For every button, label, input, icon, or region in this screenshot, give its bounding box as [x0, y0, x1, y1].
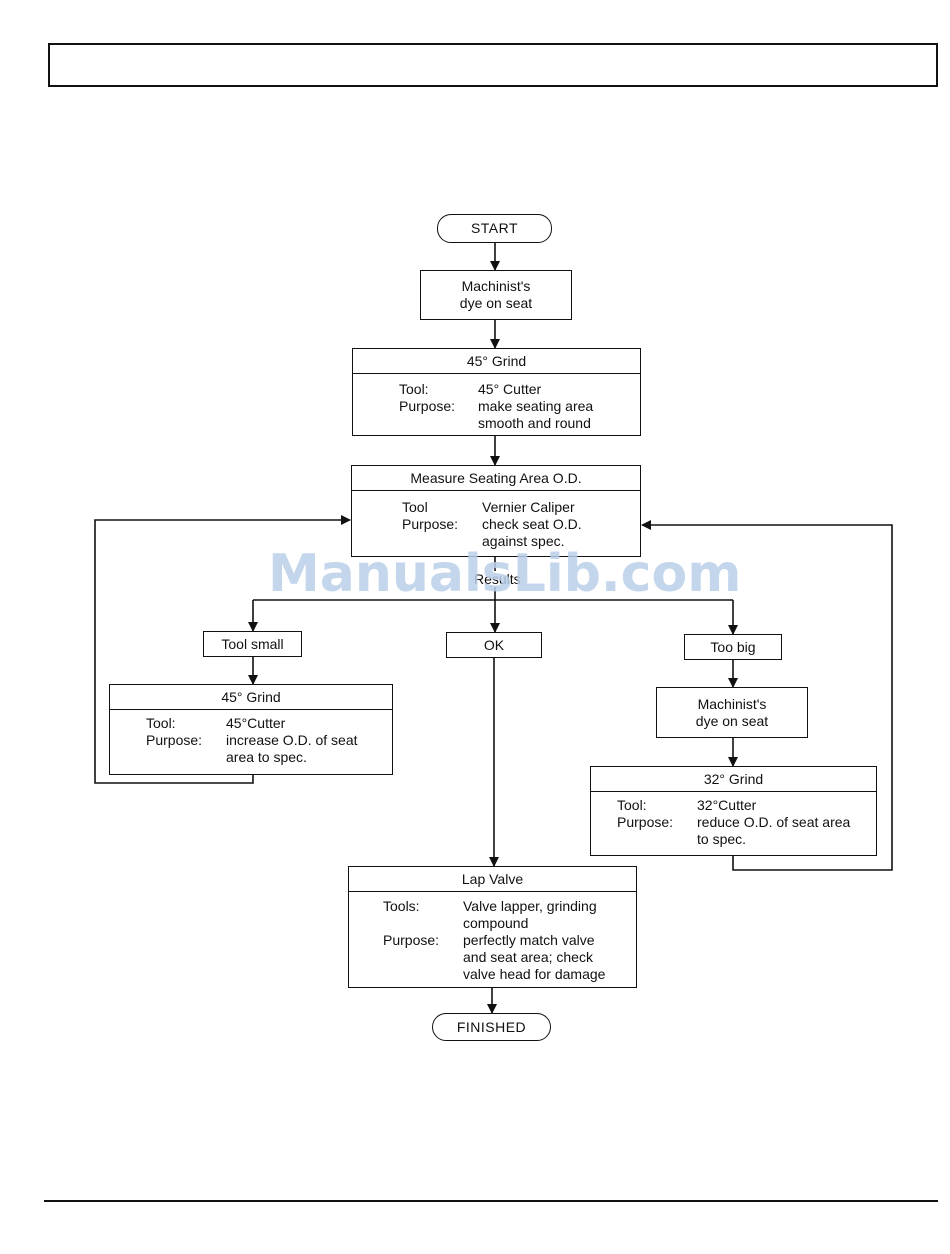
grind-32-purpose-line2: to spec. — [697, 831, 747, 847]
lap-tools-line1: Valve lapper, grinding — [463, 898, 597, 914]
watermark: ManualsLib.com — [268, 544, 742, 604]
lap-purpose-line2: and seat area; check — [463, 949, 593, 965]
grind-45-small-node: 45° Grind Tool: 45°Cutter Purpose: incre… — [109, 684, 393, 775]
branch-tool-small-label: Tool small — [221, 635, 284, 652]
dye-on-seat-node: Machinist's dye on seat — [420, 270, 572, 320]
dye-big-line1: Machinist's — [697, 695, 767, 712]
grind-45-small-purpose-line1: increase O.D. of seat — [226, 732, 358, 748]
edge-loop-right — [641, 520, 893, 871]
branch-too-big-label: Too big — [710, 638, 756, 655]
lap-valve-node: Lap Valve Tools: Valve lapper, grinding … — [348, 866, 637, 988]
lap-tools-line2: compound — [463, 915, 529, 931]
grind-45-node: 45° Grind Tool: 45° Cutter Purpose: make… — [352, 348, 641, 436]
dye-big-line2: dye on seat — [695, 712, 769, 729]
lap-tools-label: Tools: — [383, 898, 420, 914]
grind-45-purpose-label: Purpose: — [399, 398, 456, 414]
dye-on-seat-big-node: Machinist's dye on seat — [656, 687, 808, 738]
edge-loop-left — [94, 515, 351, 784]
lap-purpose-label: Purpose: — [383, 932, 440, 948]
grind-32-purpose-line1: reduce O.D. of seat area — [697, 814, 851, 830]
measure-purpose-line2: against spec. — [482, 533, 565, 549]
lap-valve-title: Lap Valve — [349, 867, 636, 892]
grind-45-tool-label: Tool: — [399, 381, 429, 397]
grind-45-purpose-line1: make seating area — [478, 398, 594, 414]
dye-line2: dye on seat — [459, 295, 533, 311]
measure-tool-value: Vernier Caliper — [482, 499, 575, 515]
branch-ok-label: OK — [483, 636, 505, 653]
header-box — [48, 43, 938, 87]
lap-purpose-line3: valve head for damage — [463, 966, 606, 982]
grind-32-tool-value: 32°Cutter — [697, 797, 757, 813]
grind-45-small-tool-label: Tool: — [146, 715, 176, 731]
grind-32-purpose-label: Purpose: — [617, 814, 674, 830]
dye-line1: Machinist's — [461, 278, 531, 294]
grind-45-small-purpose-label: Purpose: — [146, 732, 203, 748]
start-terminal: START — [437, 214, 552, 243]
measure-node: Measure Seating Area O.D. Tool Vernier C… — [351, 465, 641, 557]
footer-rule — [44, 1200, 938, 1202]
measure-purpose-line1: check seat O.D. — [482, 516, 582, 532]
grind-45-small-title: 45° Grind — [110, 685, 392, 710]
grind-32-title: 32° Grind — [591, 767, 876, 792]
branch-ok: OK — [446, 632, 542, 658]
grind-45-title: 45° Grind — [353, 349, 640, 374]
grind-45-small-tool-value: 45°Cutter — [226, 715, 286, 731]
grind-32-node: 32° Grind Tool: 32°Cutter Purpose: reduc… — [590, 766, 877, 856]
measure-purpose-label: Purpose: — [402, 516, 459, 532]
measure-tool-label: Tool — [402, 499, 428, 515]
branch-too-big: Too big — [684, 634, 782, 660]
results-label: Results — [472, 571, 523, 587]
grind-32-tool-label: Tool: — [617, 797, 647, 813]
grind-45-small-purpose-line2: area to spec. — [226, 749, 307, 765]
measure-title: Measure Seating Area O.D. — [352, 466, 640, 491]
finish-label: FINISHED — [456, 1018, 527, 1035]
finish-terminal: FINISHED — [432, 1013, 551, 1041]
branch-tool-small: Tool small — [203, 631, 302, 657]
grind-45-tool-value: 45° Cutter — [478, 381, 542, 397]
grind-45-purpose-line2: smooth and round — [478, 415, 591, 431]
start-label: START — [470, 220, 519, 236]
lap-purpose-line1: perfectly match valve — [463, 932, 595, 948]
